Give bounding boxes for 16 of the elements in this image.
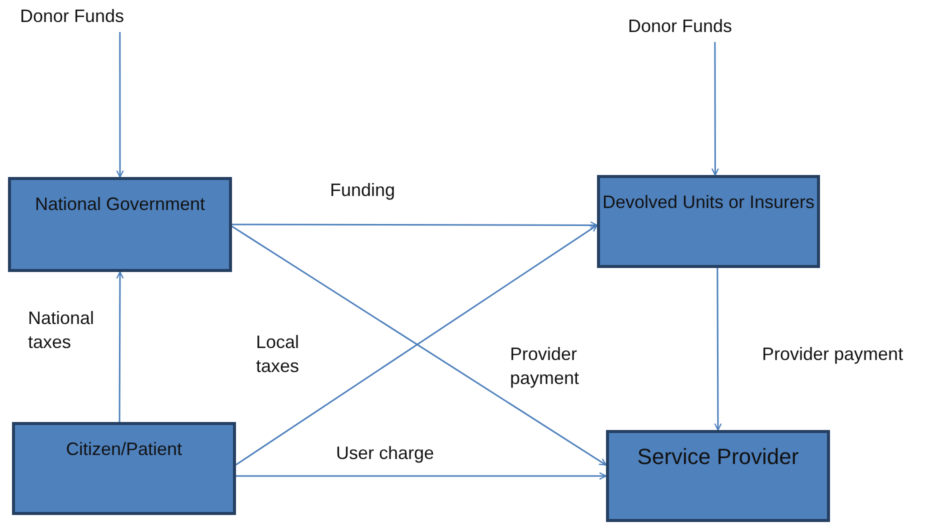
box-label: Citizen/Patient [66, 438, 182, 461]
process-box [8, 177, 232, 272]
arrow [116, 32, 124, 178]
process-box [12, 422, 236, 515]
process-box [606, 430, 830, 522]
source-label: Donor Funds [20, 6, 124, 27]
arrow [711, 42, 719, 176]
box-label: Devolved Units or Insurers [602, 191, 815, 214]
process-box [597, 175, 820, 268]
arrow [116, 271, 124, 422]
source-label: Donor Funds [628, 16, 732, 37]
arrow [714, 268, 722, 431]
box-label: Service Provider [637, 443, 799, 471]
arrow [232, 221, 598, 229]
box-label: National Government [34, 193, 206, 216]
arrow [236, 472, 607, 480]
